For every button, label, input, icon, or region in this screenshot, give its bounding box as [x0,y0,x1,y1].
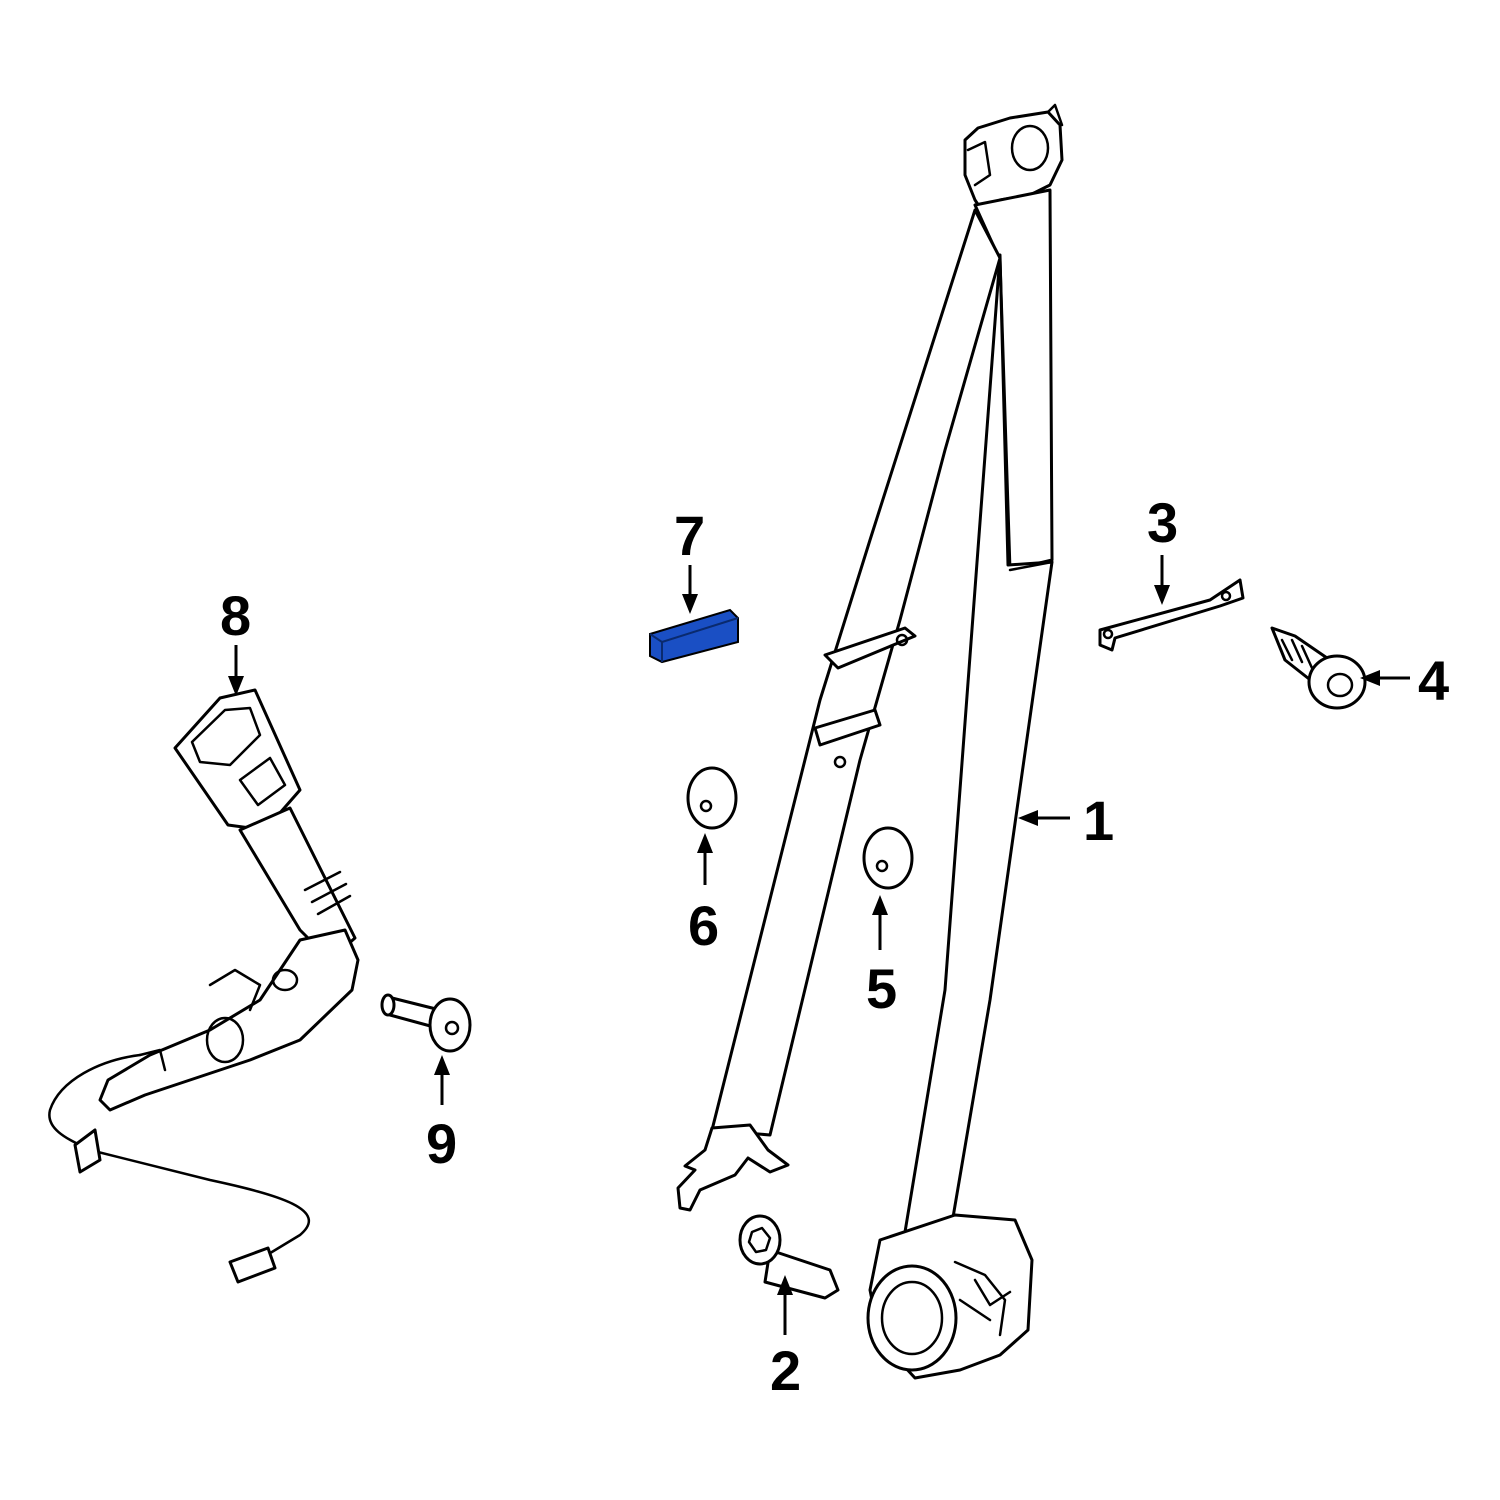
callout-arrow-8 [228,645,244,696]
part-6-button[interactable] [686,766,738,830]
part-8-buckle-assembly[interactable] [48,688,360,1284]
callout-5[interactable]: 5 [866,957,897,1020]
callout-9[interactable]: 9 [426,1112,457,1175]
callout-arrow-7 [682,565,698,614]
callout-arrow-4 [1360,670,1410,686]
callout-arrow-3 [1154,555,1170,605]
callout-2[interactable]: 2 [770,1339,801,1402]
callout-arrow-9 [434,1055,450,1105]
callout-4[interactable]: 4 [1418,649,1449,712]
part-5-button[interactable] [862,826,914,890]
part-7-stopper[interactable] [649,608,739,664]
callout-arrow-6 [697,833,713,885]
callout-arrow-5 [872,895,888,950]
callout-3[interactable]: 3 [1147,491,1178,554]
part-4-screw[interactable] [1270,626,1367,710]
callout-8[interactable]: 8 [220,584,251,647]
callout-1[interactable]: 1 [1083,789,1114,852]
callout-7[interactable]: 7 [674,504,705,567]
callout-6[interactable]: 6 [688,894,719,957]
part-9-bolt[interactable] [380,993,472,1053]
part-3-bracket[interactable] [1098,578,1245,652]
part-1-seat-belt-assembly[interactable] [676,103,1064,1380]
callout-arrow-2 [777,1275,793,1335]
callout-arrow-1 [1018,810,1070,826]
